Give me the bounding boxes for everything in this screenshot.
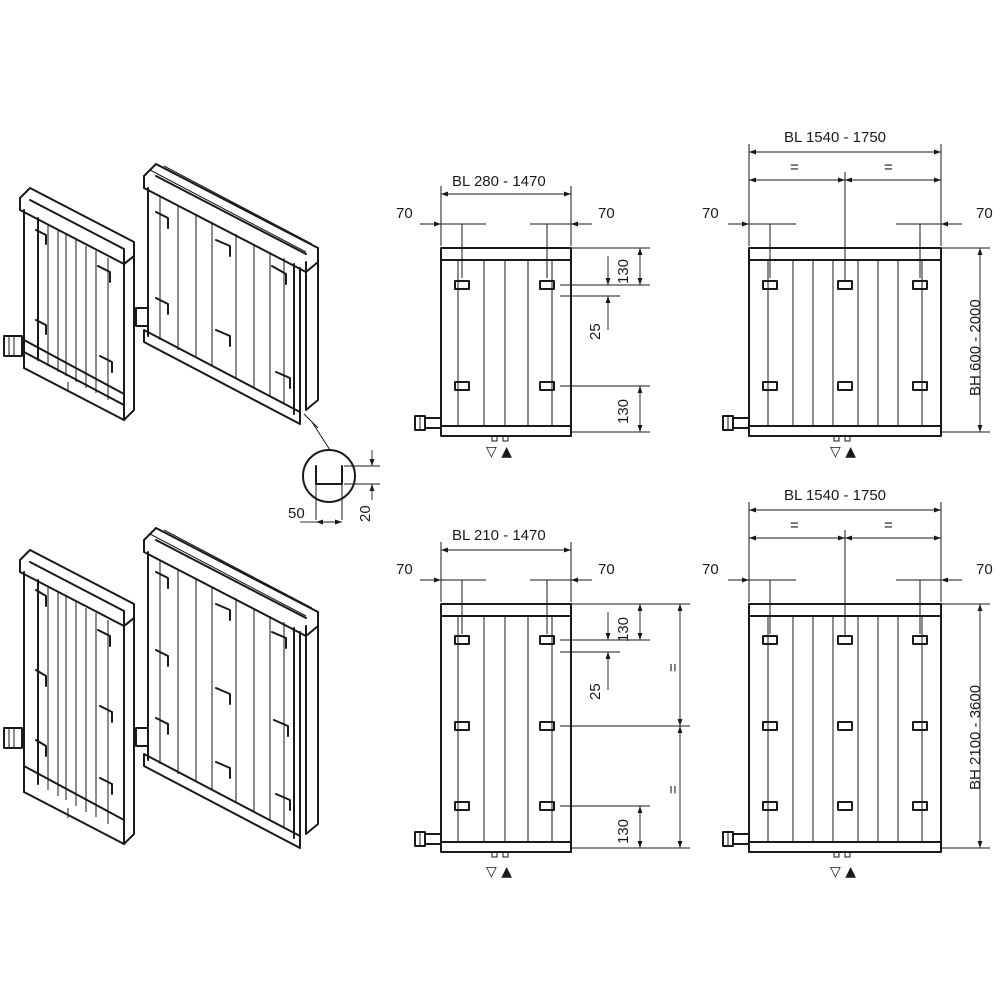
tl-bracket-offset: 25: [587, 323, 604, 340]
bracket-mark: [912, 635, 928, 645]
bl-top-offset: 130: [615, 617, 632, 642]
tl-bottom-offset: 130: [615, 399, 632, 424]
connector-stub: [491, 435, 498, 442]
br-overall-width: BL 1540 - 1750: [784, 487, 886, 504]
bracket-mark: [912, 801, 928, 811]
profile-detail: 50 20: [288, 421, 380, 525]
tr-overall-width: BL 1540 - 1750: [784, 129, 886, 146]
bl-equal-upper: =: [665, 663, 682, 672]
bl-bracket-offset: 25: [587, 683, 604, 700]
br-equal-left: =: [790, 517, 799, 534]
tr-equal-right: =: [884, 159, 893, 176]
tl-left-offset: 70: [396, 205, 413, 222]
bl-right-offset: 70: [598, 561, 615, 578]
connector-stub: [833, 435, 840, 442]
bracket-mark: [454, 721, 470, 731]
bracket-mark: [912, 381, 928, 391]
tr-height: BH 600 - 2000: [967, 299, 984, 396]
bl-equal-lower: =: [665, 785, 682, 794]
tl-top-offset: 130: [615, 259, 632, 284]
flow-direction-icon: ▽ ▲: [830, 864, 856, 880]
connector-stub: [844, 435, 851, 442]
valve-icon: [135, 727, 149, 747]
iso-radiator-small-bottom: [3, 549, 135, 845]
bracket-mark: [539, 721, 555, 731]
flow-direction-icon: ▽ ▲: [486, 864, 512, 880]
bracket-mark: [539, 381, 555, 391]
iso-radiator-large-top: [135, 163, 319, 429]
connector-stub: [502, 435, 509, 442]
bracket-mark: [837, 280, 853, 290]
bracket-mark: [762, 721, 778, 731]
valve-icon: [3, 727, 23, 749]
bracket-mark: [539, 635, 555, 645]
bracket-mark: [762, 801, 778, 811]
bracket-mark: [539, 801, 555, 811]
br-height: BH 2100 - 3600: [967, 685, 984, 790]
flow-direction-icon: ▽ ▲: [486, 444, 512, 460]
bracket-mark: [454, 280, 470, 290]
valve-icon: [732, 833, 750, 845]
valve-icon: [424, 417, 442, 429]
detail-height-label: 20: [357, 505, 374, 522]
connector-stub: [502, 851, 509, 858]
tl-right-offset: 70: [598, 205, 615, 222]
tr-left-offset: 70: [702, 205, 719, 222]
detail-width-label: 50: [288, 505, 305, 522]
front-views: [414, 144, 990, 858]
bl-bottom-offset: 130: [615, 819, 632, 844]
valve-icon: [135, 307, 149, 327]
bracket-mark: [837, 721, 853, 731]
bracket-mark: [912, 721, 928, 731]
connector-stub: [491, 851, 498, 858]
bracket-mark: [454, 801, 470, 811]
bracket-mark: [762, 280, 778, 290]
tr-right-offset: 70: [976, 205, 993, 222]
iso-radiator-large-bottom: [135, 527, 319, 849]
flow-direction-icon: ▽ ▲: [830, 444, 856, 460]
br-right-offset: 70: [976, 561, 993, 578]
bracket-mark: [454, 635, 470, 645]
valve-icon: [424, 833, 442, 845]
br-left-offset: 70: [702, 561, 719, 578]
tr-equal-left: =: [790, 159, 799, 176]
connector-stub: [833, 851, 840, 858]
connector-stub: [844, 851, 851, 858]
bracket-mark: [762, 381, 778, 391]
bracket-mark: [912, 280, 928, 290]
tl-overall-width: BL 280 - 1470: [452, 173, 546, 190]
bracket-mark: [837, 635, 853, 645]
bracket-mark: [837, 381, 853, 391]
bracket-mark: [454, 381, 470, 391]
valve-icon: [3, 335, 23, 357]
br-equal-right: =: [884, 517, 893, 534]
dimension-labels: BL 280 - 1470 70 70 130 25 130 ▽ ▲ BL 15…: [396, 129, 993, 880]
bracket-mark: [837, 801, 853, 811]
bracket-mark: [762, 635, 778, 645]
bracket-mark: [539, 280, 555, 290]
iso-radiator-small-top: [3, 187, 135, 421]
valve-icon: [732, 417, 750, 429]
bl-left-offset: 70: [396, 561, 413, 578]
bl-overall-width: BL 210 - 1470: [452, 527, 546, 544]
